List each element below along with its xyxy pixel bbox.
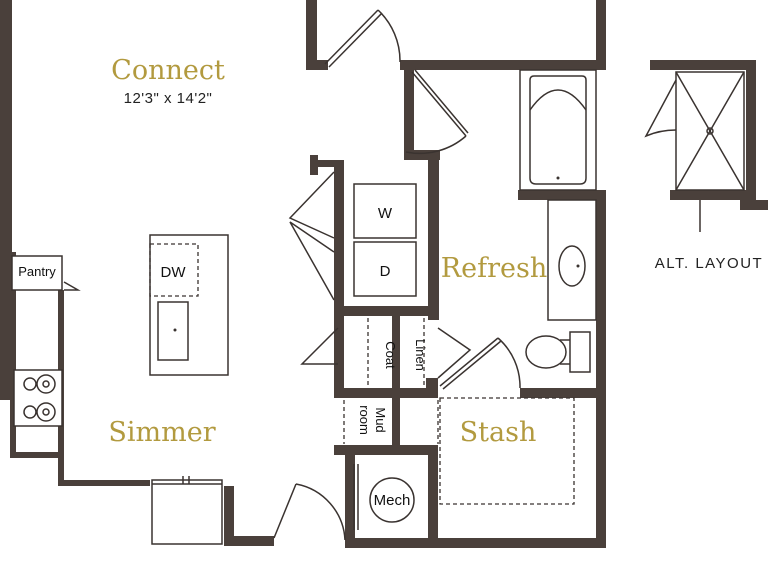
kitchen-fixtures — [11, 183, 417, 545]
pantry-label: Pantry — [18, 264, 56, 279]
room-name-refresh: Refresh — [441, 253, 547, 284]
linen-label: Linen — [413, 339, 428, 371]
room-name-simmer: Simmer — [108, 417, 215, 448]
bath-fixtures — [519, 69, 597, 373]
room-name-stash: Stash — [460, 417, 537, 448]
doors — [63, 9, 521, 541]
mudroom-label-line1: Mud — [373, 407, 388, 432]
coat-label: Coat — [383, 341, 398, 369]
mudroom-label-line2: room — [357, 405, 372, 435]
dryer-label: D — [380, 263, 391, 280]
closet-fixtures — [343, 318, 575, 523]
mech-label: Mech — [374, 492, 411, 509]
walls — [0, 0, 768, 548]
washer-label: W — [378, 205, 393, 222]
dishwasher-label: DW — [161, 264, 187, 281]
room-dimensions-connect: 12'3" x 14'2" — [124, 90, 213, 107]
room-name-connect: Connect — [111, 55, 225, 86]
alt-layout-label: ALT. LAYOUT — [655, 255, 763, 272]
alt-layout-shower — [644, 71, 745, 232]
range-burners — [23, 374, 56, 422]
